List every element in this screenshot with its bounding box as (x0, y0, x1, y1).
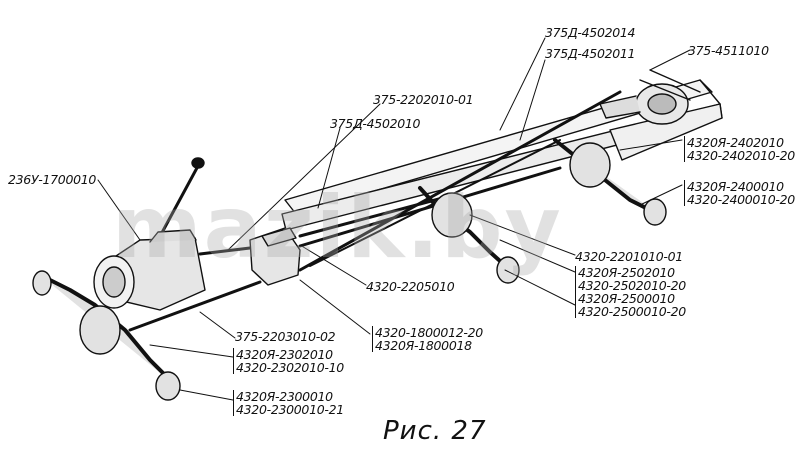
label-shaft-rear: 4320-2201010-01 (575, 249, 683, 264)
front-axle (32, 270, 181, 401)
label-group-front-bridge: 4320Я-2302010 4320-2302010-10 (233, 348, 344, 374)
label-mid-axle-b: 4320-2500010-20 (578, 304, 686, 319)
label-rear-bridge-b: 4320-2402010-20 (687, 148, 795, 163)
label-front-axle-a: 4320Я-2300010 (236, 389, 333, 404)
label-mid-axle-a: 4320Я-2500010 (578, 291, 675, 306)
label-group-mid: 4320Я-2502010 4320-2502010-20 4320Я-2500… (575, 266, 686, 318)
label-engine: 236У-1700010 (8, 172, 97, 187)
shaft-to-mid (298, 194, 452, 238)
label-mid-bridge-b: 4320-2502010-20 (578, 278, 686, 293)
label-front-axle-b: 4320-2300010-21 (236, 402, 344, 417)
label-group-front-axle: 4320Я-2300010 4320-2300010-21 (233, 390, 344, 416)
label-mid-bridge-a: 4320Я-2502010 (578, 265, 675, 280)
label-shaft-mid: 375-2202010-01 (373, 92, 474, 107)
label-group-rear-axle: 4320Я-2400010 4320-2400010-20 (684, 180, 795, 206)
label-rear-axle-a: 4320Я-2400010 (687, 179, 784, 194)
label-shaft-transfer: 4320-2205010 (366, 279, 455, 294)
label-front-bridge-b: 4320-2302010-10 (236, 360, 344, 375)
label-front-bridge-a: 4320Я-2302010 (236, 347, 333, 362)
label-rear-axle-b: 4320-2400010-20 (687, 192, 795, 207)
shaft-top (298, 90, 622, 272)
label-winch: 375-4511010 (688, 43, 769, 58)
label-group-rear-bridge: 4320Я-2402010 4320-2402010-20 (684, 136, 795, 162)
rear-axle (553, 138, 667, 226)
shaft-to-rear (298, 166, 562, 248)
label-shaft-front: 375-2203010-02 (235, 329, 336, 344)
middle-axle (418, 186, 520, 284)
shaft-to-front (128, 280, 262, 332)
gearbox (93, 229, 206, 311)
figure-caption: Рис. 27 (383, 416, 487, 446)
label-transfer-a: 4320-1800012-20 (375, 325, 483, 340)
label-top2: 375Д-4502011 (545, 46, 636, 61)
label-transfer-b: 4320Я-1800018 (375, 338, 472, 353)
label-top1: 375Д-4502014 (545, 25, 636, 40)
transfer-case (249, 227, 301, 286)
label-group-transfer: 4320-1800012-20 4320Я-1800018 (372, 326, 483, 352)
winch-assembly (599, 69, 701, 125)
gear-lever (156, 164, 200, 242)
label-bracket-mid: 375Д-4502010 (330, 116, 421, 131)
label-rear-bridge-a: 4320Я-2402010 (687, 135, 784, 150)
